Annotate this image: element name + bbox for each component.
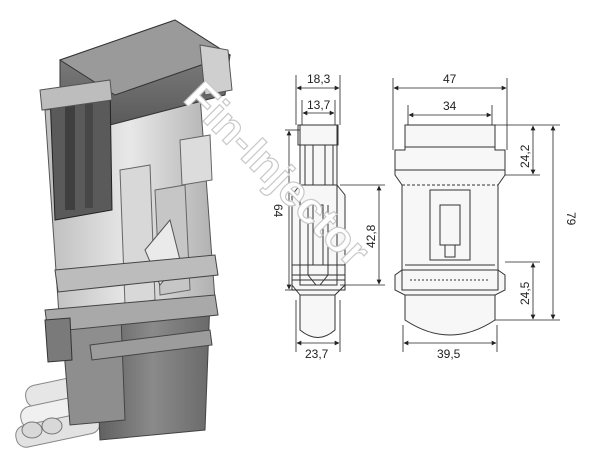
dim-side-bottom: 23,7 xyxy=(305,347,329,361)
dim-side-inner-height: 42,8 xyxy=(364,224,378,248)
dim-front-bottom: 39,5 xyxy=(437,347,461,361)
dim-side-top-outer: 18,3 xyxy=(307,72,331,86)
dim-side-height: 64 xyxy=(271,204,285,218)
dimension-lines xyxy=(285,75,560,352)
dim-side-top-inner: 13,7 xyxy=(307,98,331,112)
dim-front-top-outer: 47 xyxy=(443,72,457,86)
front-view-drawing xyxy=(394,124,506,336)
side-view-drawing xyxy=(291,124,346,338)
dim-front-top-inner: 34 xyxy=(443,99,457,113)
dim-front-upper: 24,2 xyxy=(518,144,532,168)
dim-front-total-height: 79 xyxy=(564,212,578,226)
dim-front-lower: 24,5 xyxy=(518,281,532,305)
connector-3d-render xyxy=(15,19,233,448)
